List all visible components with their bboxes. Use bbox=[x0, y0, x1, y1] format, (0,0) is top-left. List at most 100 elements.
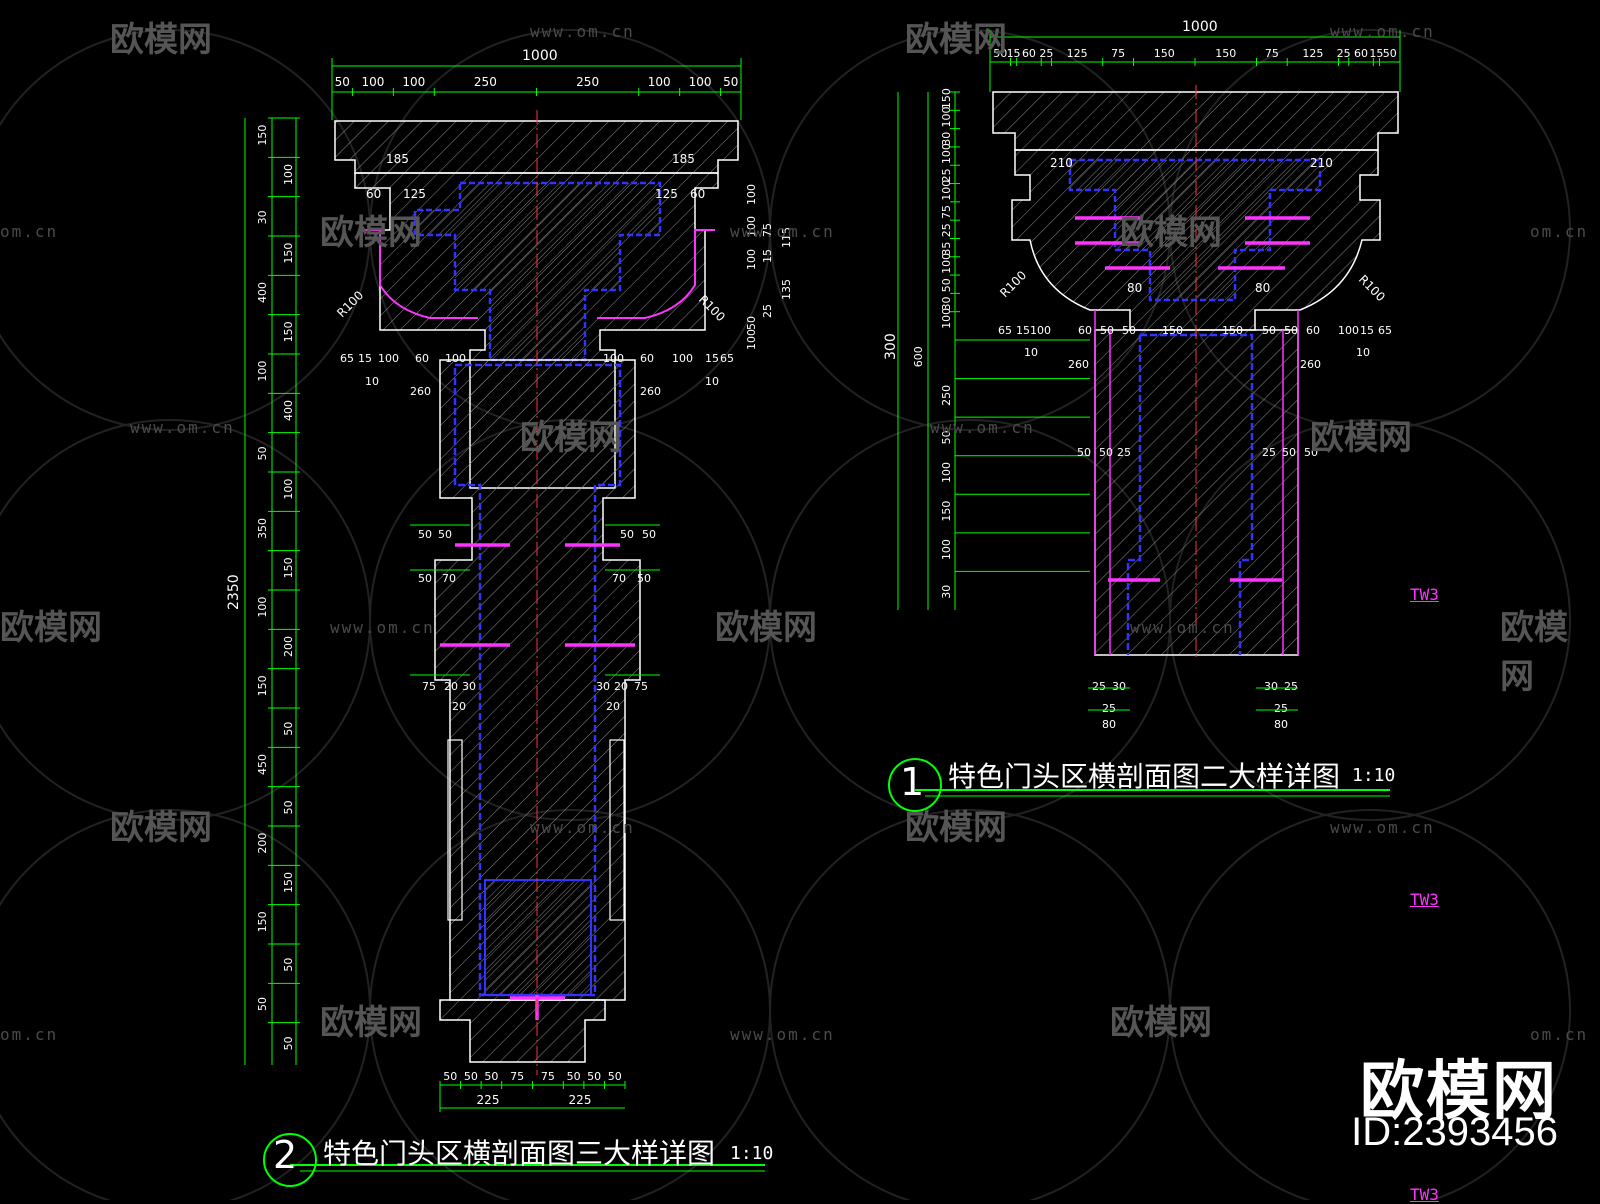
left-chain-label: 150 bbox=[256, 675, 269, 696]
shaft-label: 50 bbox=[438, 528, 452, 541]
mid-row-label: 100 bbox=[378, 352, 399, 365]
shaft-label: 50 bbox=[642, 528, 656, 541]
mid-row-label: 60 bbox=[640, 352, 654, 365]
left-total-label: 2350 bbox=[226, 574, 242, 610]
cap-right-label: 75 bbox=[761, 223, 774, 237]
brand-id: ID:2393456 bbox=[1351, 1110, 1558, 1154]
mid-small-label: 10 bbox=[365, 375, 379, 388]
left-chain-label: 30 bbox=[256, 210, 269, 224]
top-chain-label: 50 bbox=[723, 75, 738, 89]
bottom-label: 30 bbox=[1112, 680, 1126, 693]
mid-row-label: 50 bbox=[1122, 324, 1136, 337]
left-chain-label: 100 bbox=[940, 106, 953, 127]
shaft-label: 50 bbox=[1099, 446, 1113, 459]
left-chain-label: 50 bbox=[256, 446, 269, 460]
left-chain-label: 100 bbox=[282, 479, 295, 500]
left-chain-label: 400 bbox=[256, 282, 269, 303]
cap-label: 210 bbox=[1310, 156, 1333, 170]
mid-row-label: 65 bbox=[1378, 324, 1392, 337]
shaft-label: 30 bbox=[596, 680, 610, 693]
shaft-label: 50 bbox=[1077, 446, 1091, 459]
watermark-url: www.om.cn bbox=[130, 418, 235, 437]
mid-row-label: 60 bbox=[415, 352, 429, 365]
bottom-label: 30 bbox=[1264, 680, 1278, 693]
shaft-label: 50 bbox=[637, 572, 651, 585]
cap-right-label: 135 bbox=[780, 279, 793, 300]
watermark-url-short: om.cn bbox=[0, 1025, 59, 1044]
top-chain-label: 150 bbox=[1215, 47, 1236, 60]
mid-row-label: 60 bbox=[1306, 324, 1320, 337]
top-chain-label: 50 bbox=[1383, 47, 1397, 60]
top-chain-label: 75 bbox=[1111, 47, 1125, 60]
cap-label: 60 bbox=[690, 187, 705, 201]
mid-small-label: 10 bbox=[705, 375, 719, 388]
left-chain-label: 200 bbox=[256, 833, 269, 854]
left-chain-labels: 1501003010025100752535100503010060025050… bbox=[912, 88, 1090, 599]
watermark-brand: 欧模网 bbox=[905, 808, 1007, 848]
shaft-label: 75 bbox=[422, 680, 436, 693]
left-chain-label: 100 bbox=[256, 361, 269, 382]
watermark-url: www.om.cn bbox=[1330, 22, 1435, 41]
top-chain-label: 60 bbox=[1354, 47, 1368, 60]
watermark-brand: 欧模网 bbox=[520, 418, 622, 458]
watermark-url: www.om.cn bbox=[730, 222, 835, 241]
left-chain-label: 35 bbox=[940, 242, 953, 256]
left-chain-label: 50 bbox=[940, 278, 953, 292]
detail-1-scale: 1:10 bbox=[1352, 765, 1396, 786]
shaft-label: 75 bbox=[634, 680, 648, 693]
watermark-url: www.om.cn bbox=[1130, 618, 1235, 637]
mid-row-label: 65 bbox=[340, 352, 354, 365]
bottom-dimension bbox=[1088, 687, 1298, 711]
watermark-brand: 欧模网 bbox=[110, 20, 212, 60]
concrete-core bbox=[1068, 158, 1322, 302]
mid-row-label: 100 bbox=[1030, 324, 1051, 337]
bottom-label: 80 bbox=[1102, 718, 1116, 731]
mid-row-label: 15 bbox=[705, 352, 719, 365]
mid-row-label: 50 bbox=[1284, 324, 1298, 337]
left-chain-label: 50 bbox=[282, 800, 295, 814]
detail-2-scale: 1:10 bbox=[730, 1143, 774, 1164]
mid-row-label: 15 bbox=[1016, 324, 1030, 337]
watermark-brand: 欧模网 bbox=[0, 608, 102, 648]
left-chain-label: 450 bbox=[256, 754, 269, 775]
cap-label: 185 bbox=[386, 152, 409, 166]
top-chain-label: 150 bbox=[1154, 47, 1175, 60]
top-chain-label: 50 bbox=[335, 75, 350, 89]
watermark-url: www.om.cn bbox=[330, 618, 435, 637]
shaft-label: 70 bbox=[442, 572, 456, 585]
radius-label-left: R100 bbox=[997, 268, 1029, 300]
top-chain-label: 100 bbox=[689, 75, 712, 89]
shaft-label: 25 bbox=[1262, 446, 1276, 459]
mid-row-label: 100 bbox=[445, 352, 466, 365]
mid-small-label: 260 bbox=[410, 385, 431, 398]
cap-label: 80 bbox=[1255, 281, 1270, 295]
mid-row-label: 100 bbox=[1338, 324, 1359, 337]
side-panel-right bbox=[609, 739, 625, 921]
left-chain-label: 25 bbox=[940, 223, 953, 237]
left-chain-label: 100 bbox=[256, 597, 269, 618]
top-chain-label: 125 bbox=[1302, 47, 1323, 60]
left-chain-label: 150 bbox=[282, 557, 295, 578]
cap-right-label: 100 bbox=[745, 329, 758, 350]
watermark-brand: 欧模网 bbox=[110, 808, 212, 848]
mid-row-label: 100 bbox=[603, 352, 624, 365]
waterproof-line bbox=[1126, 333, 1254, 655]
left-outer-label: 250 bbox=[940, 385, 953, 406]
cap-right-label: 100 bbox=[745, 249, 758, 270]
shaft-label: 50 bbox=[1282, 446, 1296, 459]
cap-label: 185 bbox=[672, 152, 695, 166]
side-panel-left bbox=[447, 739, 463, 921]
left-total-label: 300 bbox=[883, 333, 899, 360]
top-chain-label: 15 bbox=[1007, 47, 1021, 60]
watermark-url: www.om.cn bbox=[730, 1025, 835, 1044]
shaft-label: 20 bbox=[606, 700, 620, 713]
bottom-chain-label: 50 bbox=[464, 1070, 478, 1083]
top-chain-label: 100 bbox=[402, 75, 425, 89]
left-chain-label: 150 bbox=[940, 88, 953, 109]
watermark-brand: 欧模网 bbox=[320, 1003, 422, 1043]
left-outer-label: 600 bbox=[912, 346, 925, 367]
